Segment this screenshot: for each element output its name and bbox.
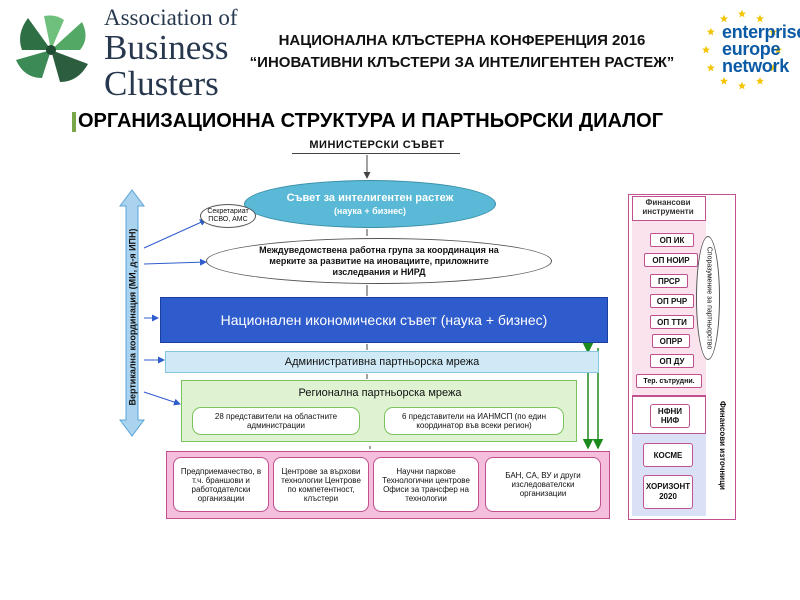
secretariat-label: Секретариат — [207, 208, 249, 215]
financial-instruments-title: Финансови инструменти — [642, 198, 694, 216]
stakeholder-science-parks: Научни паркове Технологични центрове Офи… — [373, 457, 479, 512]
smart-growth-council-sublabel: (наука + бизнес) — [333, 206, 407, 216]
iasme-representatives: 6 представители на ИАНМСП (по един коорд… — [384, 407, 564, 435]
smart-growth-council-label: Съвет за интелигентен растеж — [286, 192, 454, 204]
regional-network-title: Регионална партньорска мрежа — [298, 387, 462, 399]
eu-stars-logo-icon — [702, 9, 782, 90]
conference-title-line2: “ИНОВАТИВНИ КЛЪСТЕРИ ЗА ИНТЕЛИГЕНТЕН РАС… — [249, 54, 675, 71]
op-box: ПРСР — [650, 274, 688, 288]
vertical-coordination-label: Вертикална координация (МИ, д-я ИПН) — [124, 200, 140, 434]
stakeholder-tech-centres: Центрове за върхови технологии Центрове … — [273, 457, 369, 512]
op-box: ОП ДУ — [650, 354, 694, 368]
eu-star-icon — [706, 27, 715, 36]
interagency-working-group: Междуведомствена работна група за коорди… — [206, 238, 552, 284]
abc-logo-line3: Clusters — [104, 64, 219, 103]
smart-growth-council: Съвет за интелигентен растеж (наука + би… — [244, 180, 496, 228]
secretariat-sublabel: ПСВО, АМС — [208, 216, 248, 223]
een-logo-line3: network — [722, 56, 789, 76]
council-of-ministers: МИНИСТЕРСКИ СЪВЕТ — [309, 139, 445, 151]
national-economic-council: Национален икономически съвет (наука + б… — [160, 297, 608, 343]
abc-leaf-logo-icon — [16, 15, 88, 82]
secretariat-ellipse: Секретариат ПСВО, АМС — [200, 204, 256, 228]
regional-admin-representatives: 28 представители на областните администр… — [192, 407, 360, 435]
abc-logo-text: Association of Business Clusters — [104, 6, 238, 101]
eu-star-icon — [738, 81, 746, 90]
een-logo-line1: enterprise — [722, 22, 800, 42]
stakeholder-entrepreneurship: Предприемачество, в т.ч. браншови и рабо… — [173, 457, 269, 512]
slide-title: ОРГАНИЗАЦИОННА СТРУКТУРА И ПАРТНЬОРСКИ Д… — [78, 110, 664, 132]
op-box: ОП РЧР — [650, 294, 694, 308]
op-box: ОП ИК — [650, 233, 694, 247]
eu-star-icon — [738, 9, 746, 18]
eu-star-icon — [756, 14, 764, 23]
op-box: ОП ТТИ — [650, 315, 694, 329]
ministers-underline — [292, 153, 460, 154]
funding-separator — [632, 396, 706, 397]
abc-logo-line1: Association of — [104, 5, 238, 30]
eu-star-icon — [702, 45, 710, 54]
abc-logo-line2: Business — [104, 28, 229, 67]
title-accent-bar — [72, 112, 76, 132]
regional-partner-network: Регионална партньорска мрежа 28 представ… — [181, 380, 577, 442]
territorial-cooperation-box: Тер. сътрудни. — [636, 374, 702, 388]
financial-sources-label: Финансови източници — [712, 380, 732, 510]
eu-star-icon — [769, 27, 778, 36]
conference-title-line1: НАЦИОНАЛНА КЛЪСТЕРНА КОНФЕРЕНЦИЯ 2016 — [278, 32, 646, 49]
nfni-box: НФНИ НИФ — [650, 404, 690, 428]
financial-sources-text: Финансови източници — [717, 400, 727, 490]
een-logo-line2: europe — [722, 39, 781, 59]
eu-star-icon — [720, 14, 728, 23]
eu-star-icon — [774, 45, 782, 54]
partnership-agreement-ellipse: Споразумение за партньорство — [696, 236, 720, 360]
eu-star-icon — [706, 63, 715, 72]
cosme-box: КОСМЕ — [643, 443, 693, 467]
funding-separator — [632, 433, 706, 434]
eu-star-icon — [769, 63, 778, 72]
op-box: ОПРР — [652, 334, 690, 348]
partnership-agreement-label: Споразумение за партньорство — [705, 246, 713, 350]
horizon-2020-box: ХОРИЗОНТ 2020 — [643, 475, 693, 509]
administrative-partner-network: Административна партньорска мрежа — [165, 351, 599, 373]
stakeholder-research-orgs: БАН, СА, ВУ и други изследователски орга… — [485, 457, 601, 512]
vertical-coordination-text: Вертикална координация (МИ, д-я ИПН) — [127, 228, 138, 406]
op-box: ОП НОИР — [644, 253, 698, 267]
een-logo-text: enterprise europe network — [722, 22, 800, 76]
stakeholder-band: Предприемачество, в т.ч. браншови и рабо… — [166, 451, 610, 519]
eu-star-icon — [720, 77, 728, 85]
eu-star-icon — [756, 77, 764, 85]
